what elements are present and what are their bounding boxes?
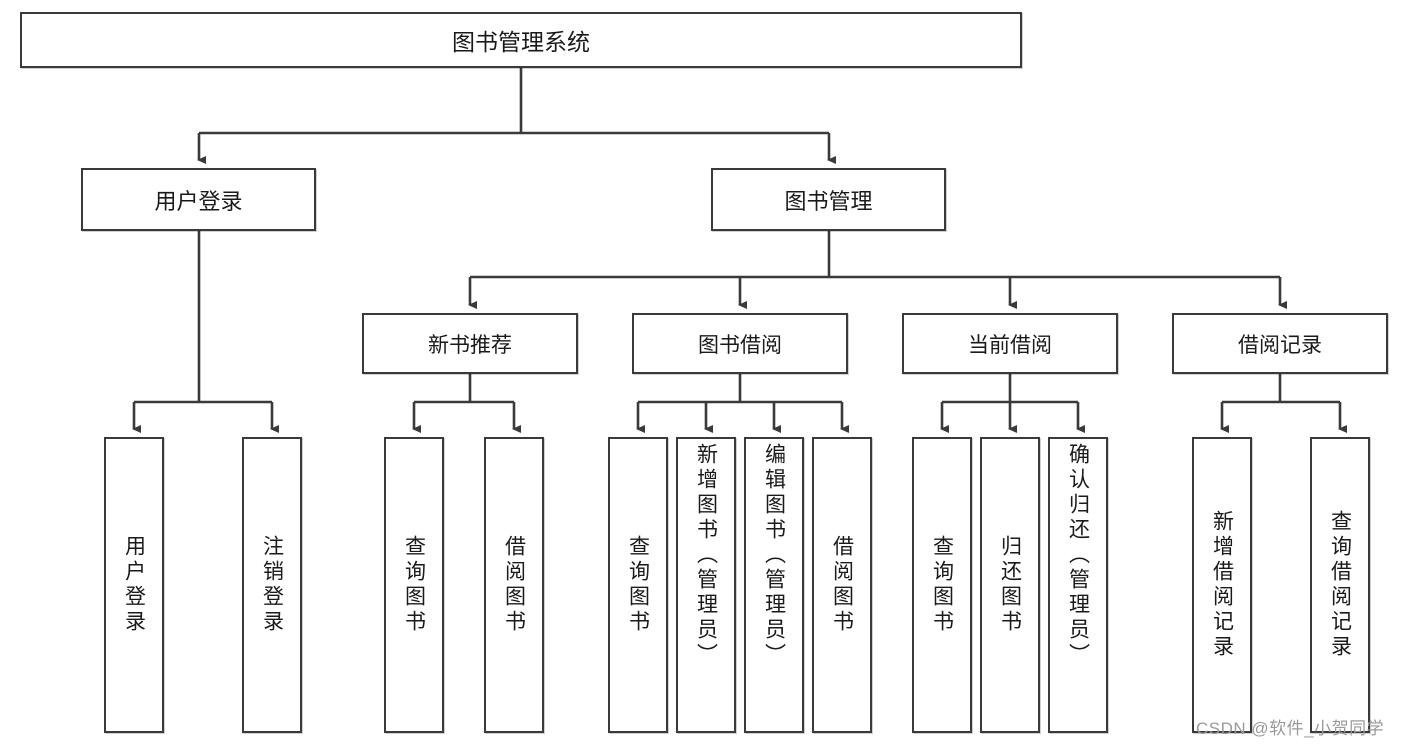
leaf-label: 编辑图书（管理员） xyxy=(762,443,786,668)
node-borrow-record-label: 借阅记录 xyxy=(1238,333,1322,357)
leaf-borrow-borrow-book[interactable]: 借阅图书 xyxy=(812,437,872,733)
leaf-label: 用户登录 xyxy=(122,535,146,635)
leaf-current-confirm-return-admin[interactable]: 确认归还（管理员） xyxy=(1048,437,1108,733)
leaf-label: 借阅图书 xyxy=(830,535,854,635)
leaf-current-return-book[interactable]: 归还图书 xyxy=(980,437,1040,733)
leaf-user-login-signout[interactable]: 注销登录 xyxy=(242,437,302,733)
leaf-borrow-add-book-admin[interactable]: 新增图书（管理员） xyxy=(676,437,736,733)
leaf-label: 借阅图书 xyxy=(502,535,526,635)
node-book-borrow[interactable]: 图书借阅 xyxy=(632,313,848,374)
node-book-management-label: 图书管理 xyxy=(784,188,873,214)
leaf-recommend-query-book[interactable]: 查询图书 xyxy=(384,437,444,733)
node-current-borrow[interactable]: 当前借阅 xyxy=(902,313,1118,374)
node-root-system[interactable]: 图书管理系统 xyxy=(20,12,1022,68)
leaf-label: 注销登录 xyxy=(260,535,284,635)
node-book-management[interactable]: 图书管理 xyxy=(711,168,946,231)
node-user-login[interactable]: 用户登录 xyxy=(81,168,316,231)
leaf-label: 查询图书 xyxy=(930,535,954,635)
leaf-label: 查询图书 xyxy=(402,535,426,635)
leaf-current-query-book[interactable]: 查询图书 xyxy=(912,437,972,733)
leaf-label: 查询借阅记录 xyxy=(1328,510,1352,660)
node-new-book-recommend[interactable]: 新书推荐 xyxy=(362,313,578,374)
node-current-borrow-label: 当前借阅 xyxy=(968,333,1052,357)
csdn-watermark: CSDN @软件_小贺同学 xyxy=(1196,719,1385,738)
node-root-label: 图书管理系统 xyxy=(452,29,590,55)
leaf-label: 新增图书（管理员） xyxy=(694,443,718,668)
leaf-label: 新增借阅记录 xyxy=(1210,510,1234,660)
leaf-label: 查询图书 xyxy=(626,535,650,635)
leaf-label: 归还图书 xyxy=(998,535,1022,635)
leaf-record-query-record[interactable]: 查询借阅记录 xyxy=(1310,437,1370,733)
leaf-recommend-borrow-book[interactable]: 借阅图书 xyxy=(484,437,544,733)
node-borrow-record[interactable]: 借阅记录 xyxy=(1172,313,1388,374)
leaf-label: 确认归还（管理员） xyxy=(1066,443,1090,668)
node-user-login-label: 用户登录 xyxy=(154,188,243,214)
leaf-borrow-edit-book-admin[interactable]: 编辑图书（管理员） xyxy=(744,437,804,733)
node-new-book-recommend-label: 新书推荐 xyxy=(428,333,512,357)
leaf-user-login-signin[interactable]: 用户登录 xyxy=(104,437,164,733)
leaf-borrow-query-book[interactable]: 查询图书 xyxy=(608,437,668,733)
node-book-borrow-label: 图书借阅 xyxy=(698,333,782,357)
leaf-record-add-record[interactable]: 新增借阅记录 xyxy=(1192,437,1252,733)
